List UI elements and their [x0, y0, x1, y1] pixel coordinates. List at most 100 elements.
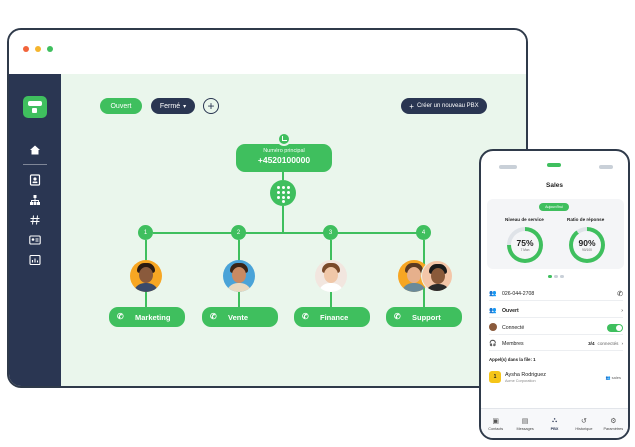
avatar: [130, 260, 162, 292]
answer-ratio-ring: 90%90/100: [569, 227, 605, 263]
tab-settings[interactable]: ⚙Paramètres: [599, 409, 628, 438]
headset-icon: 🎧: [489, 341, 497, 347]
members-label: Membres: [502, 340, 524, 347]
bottom-tab-bar: ▣Contacts ▤Messages ⛬PBX ↺Historique ⚙Pa…: [481, 408, 628, 438]
filter-open-button[interactable]: Ouvert: [100, 98, 142, 114]
pbx-canvas: Ouvert Fermé▾ + +Créer un nouveau PBX Nu…: [61, 74, 526, 386]
sidebar-divider: [23, 164, 47, 165]
connected-label: Connecté: [502, 324, 525, 331]
add-button[interactable]: +: [203, 98, 219, 114]
phone-icon: ✆: [117, 312, 124, 321]
phone-number-row[interactable]: 👥 026-044-2708 ✆: [489, 287, 623, 301]
plus-icon: +: [409, 101, 414, 111]
pager-dot[interactable]: [554, 275, 558, 278]
branch-3-number[interactable]: 3: [323, 225, 338, 240]
chevron-down-icon: ▾: [183, 103, 187, 110]
connected-toggle[interactable]: [607, 323, 623, 332]
connector-line: [282, 172, 284, 180]
stat-value: 90%: [578, 238, 596, 248]
group-support[interactable]: ✆Support: [386, 307, 462, 327]
minimize-dot[interactable]: [35, 46, 41, 52]
connected-row[interactable]: Connecté: [489, 321, 623, 335]
status-bar-left: [499, 165, 517, 169]
tab-label: Contacts: [488, 426, 504, 431]
maximize-dot[interactable]: [47, 46, 53, 52]
home-icon[interactable]: [29, 144, 41, 156]
status-value: Ouvert: [502, 307, 519, 314]
phone-icon: ✆: [210, 312, 217, 321]
caller-company: Acme Corporation: [505, 378, 536, 383]
stat-value: 75%: [516, 238, 534, 248]
branch-4-number[interactable]: 4: [416, 225, 431, 240]
group-label: Finance: [320, 312, 349, 322]
queue-item[interactable]: 1 Aysha Rodriguez Acme Corporation 👥 sal…: [487, 367, 625, 387]
phone-number: 026-044-2708: [502, 290, 535, 297]
avatar: [421, 260, 453, 292]
avatar: [315, 260, 347, 292]
tab-label: PBX: [550, 426, 559, 431]
settings-icon: ⚙: [610, 417, 617, 425]
tab-messages[interactable]: ▤Messages: [510, 409, 539, 438]
reports-icon[interactable]: [29, 254, 41, 266]
create-pbx-button[interactable]: +Créer un nouveau PBX: [401, 98, 487, 114]
status-bar-right: [599, 165, 613, 169]
stat-label-ratio: Ratio de réponse: [567, 217, 605, 222]
sidebar: [9, 74, 61, 386]
stat-sub: 7 Mon: [520, 248, 530, 252]
branch-2-number[interactable]: 2: [231, 225, 246, 240]
hashtag-icon[interactable]: [29, 214, 41, 226]
members-suffix: connectés: [597, 341, 619, 346]
stats-card: Aujourd'hui Niveau de service Ratio de r…: [487, 199, 624, 269]
main-number-label: Numéro principal: [263, 148, 305, 154]
service-level-ring: 75%7 Mon: [507, 227, 543, 263]
avatar: [223, 260, 255, 292]
queue-position: 1: [489, 371, 501, 383]
tab-label: Historique: [575, 426, 593, 431]
group-icon: 👥: [489, 308, 497, 314]
group-icon: 👥: [489, 291, 497, 297]
create-pbx-label: Créer un nouveau PBX: [416, 103, 479, 109]
main-number-value: +4520100000: [257, 155, 311, 165]
phone-icon: ✆: [302, 312, 309, 321]
app-logo: [23, 96, 47, 118]
group-marketing[interactable]: ✆Marketing: [109, 307, 185, 327]
pager-dot-active[interactable]: [548, 275, 552, 278]
queue-title: Appel(s) dans la file: 1: [489, 357, 536, 362]
filter-closed-dropdown[interactable]: Fermé▾: [151, 98, 195, 114]
filter-closed-label: Fermé: [159, 102, 181, 110]
window-titlebar: [9, 30, 526, 74]
caller-name: Aysha Rodriguez: [505, 371, 546, 378]
connector-line: [282, 206, 284, 233]
group-label: Vente: [228, 312, 249, 322]
main-number-node[interactable]: Numéro principal +4520100000: [236, 144, 332, 172]
phone-device: Sales Aujourd'hui Niveau de service Rati…: [479, 149, 630, 440]
queue-group: sales: [611, 374, 621, 380]
group-vente[interactable]: ✆ Vente: [202, 307, 278, 327]
stat-sub: 90/100: [582, 248, 592, 252]
stat-label-service: Niveau de service: [505, 217, 544, 222]
group-label: Support: [412, 312, 441, 322]
id-card-icon[interactable]: [29, 234, 41, 246]
connector-line: [153, 232, 430, 234]
messages-icon: ▤: [521, 417, 529, 425]
tab-pbx[interactable]: ⛬PBX: [540, 409, 569, 438]
tab-history[interactable]: ↺Historique: [569, 409, 598, 438]
phone-title: Sales: [546, 182, 563, 189]
keypad-icon[interactable]: [270, 180, 296, 206]
tab-label: Paramètres: [603, 426, 624, 431]
contacts-icon: ▣: [492, 417, 500, 425]
branch-1-number[interactable]: 1: [138, 225, 153, 240]
chevron-right-icon: ›: [621, 307, 623, 314]
group-finance[interactable]: ✆ Finance: [294, 307, 370, 327]
close-dot[interactable]: [23, 46, 29, 52]
contacts-icon[interactable]: [29, 174, 41, 186]
org-chart-icon[interactable]: [29, 194, 41, 206]
group-icon: 👥: [605, 374, 611, 380]
clock-icon[interactable]: [277, 132, 291, 146]
members-count: 3/4: [588, 341, 595, 346]
today-badge[interactable]: Aujourd'hui: [539, 203, 569, 211]
tab-contacts[interactable]: ▣Contacts: [481, 409, 510, 438]
pager-dot[interactable]: [560, 275, 564, 278]
status-row[interactable]: 👥 Ouvert ›: [489, 304, 623, 318]
